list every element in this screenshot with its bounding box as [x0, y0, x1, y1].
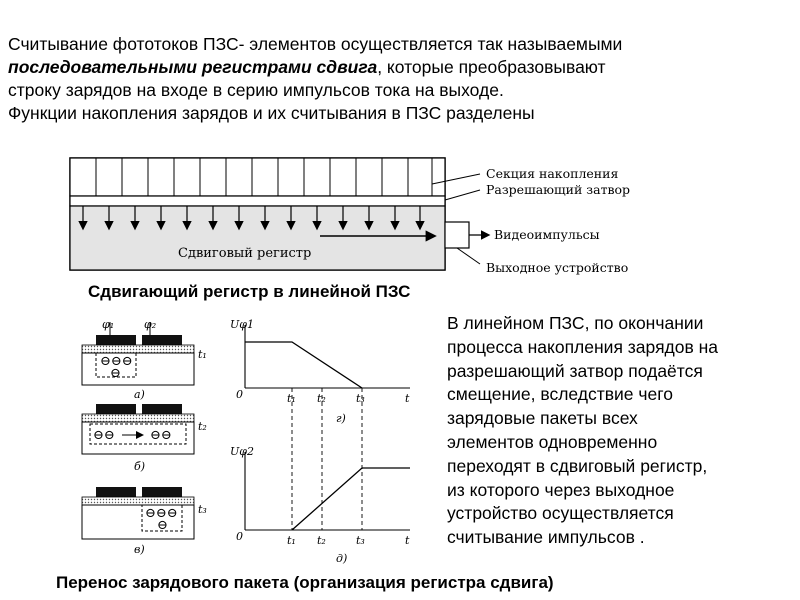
label-enable-gate: Разрешающий затвор	[486, 182, 630, 197]
label-storage-section: Секция накопления	[486, 166, 618, 181]
label-pointers	[431, 173, 481, 265]
sublabel-c: в)	[134, 543, 145, 556]
intro-paragraph: Считывание фототоков ПЗС- элементов осущ…	[8, 33, 798, 125]
t1-axis-1: t₁	[287, 392, 296, 405]
side-line: устройство осуществляется	[447, 503, 674, 524]
t3-axis-2: t₃	[356, 534, 365, 547]
charge-packet-c2: ⊖	[157, 518, 168, 533]
label-video-pulses: Видеоимпульсы	[494, 227, 600, 242]
t1-label-a: t₁	[198, 348, 207, 361]
side-line: переходят в сдвиговый регистр,	[447, 455, 708, 476]
caption-charge-transfer: Перенос зарядового пакета (организация р…	[56, 573, 554, 592]
storage-cell-dividers	[95, 158, 433, 196]
axis-u-phi1: Uφ1	[230, 318, 254, 331]
axis-u-phi2: Uφ2	[230, 445, 254, 458]
t2-axis-2: t₂	[317, 534, 326, 547]
cross-section-c: ⊖⊖⊖ ⊖ t₃ в)	[81, 487, 207, 556]
side-line: элементов одновременно	[447, 431, 658, 452]
caption-linear-ccd: Сдвигающий регистр в линейной ПЗС	[88, 282, 411, 301]
t3-label-c: t₃	[198, 503, 207, 516]
phi2-label: φ₂	[144, 318, 156, 331]
t2-label-b: t₂	[198, 420, 207, 433]
intro-emphasis: последовательными регистрами сдвига	[8, 57, 378, 77]
side-explanation: В линейном ПЗС, по окончании процесса на…	[447, 312, 797, 550]
label-output-device: Выходное устройство	[486, 260, 628, 275]
cross-section-a: φ₁ φ₂ ⊖⊖⊖ ⊖ t₁ а)	[81, 318, 207, 401]
side-line: процесса накопления зарядов на	[447, 336, 719, 357]
origin-zero-2: 0	[236, 530, 243, 543]
t-axis-2: t	[405, 534, 410, 547]
side-line: разрешающий затвор подаётся	[447, 360, 703, 381]
phi1-label: φ₁	[102, 318, 114, 331]
charge-packet-c: ⊖⊖⊖	[145, 506, 178, 521]
intro-line-1: Считывание фототоков ПЗС- элементов осущ…	[8, 34, 623, 54]
t3-axis-1: t₃	[356, 392, 365, 405]
timing-diagram-phi2	[244, 452, 410, 531]
timing-diagram-phi1	[244, 325, 410, 530]
intro-line-3: строку зарядов на входе в серию импульсо…	[8, 80, 504, 100]
sublabel-g: г)	[336, 412, 346, 425]
charge-packet-b-left: ⊖⊖	[93, 428, 115, 443]
side-line: зарядовые пакеты всех	[447, 408, 638, 429]
charge-packet-a: ⊖⊖⊖	[100, 354, 133, 369]
side-line: В линейном ПЗС, по окончании	[447, 313, 704, 333]
cross-section-b: ⊖⊖ ⊖⊖ t₂ б)	[81, 404, 207, 473]
label-shift-register: Сдвиговый регистр	[178, 246, 311, 261]
intro-line-4: Функции накопления зарядов и их считыван…	[8, 103, 535, 123]
transfer-arrows	[78, 206, 425, 231]
sublabel-b: б)	[134, 460, 145, 473]
sublabel-a: а)	[134, 388, 145, 401]
side-line: считывание импульсов .	[447, 527, 645, 548]
t1-axis-2: t₁	[287, 534, 296, 547]
sublabel-d: д)	[336, 552, 347, 565]
charge-packet-b-right: ⊖⊖	[150, 428, 172, 443]
side-line: смещение, вследствие чего	[447, 384, 673, 405]
charge-packet-a2: ⊖	[110, 366, 121, 381]
ccd-body	[69, 157, 446, 271]
origin-zero-1: 0	[236, 388, 243, 401]
side-line: из которого через выходное	[447, 479, 675, 500]
intro-line-2-rest: , которые преобразовывают	[377, 57, 606, 77]
t-axis-1: t	[405, 392, 410, 405]
t2-axis-1: t₂	[317, 392, 326, 405]
